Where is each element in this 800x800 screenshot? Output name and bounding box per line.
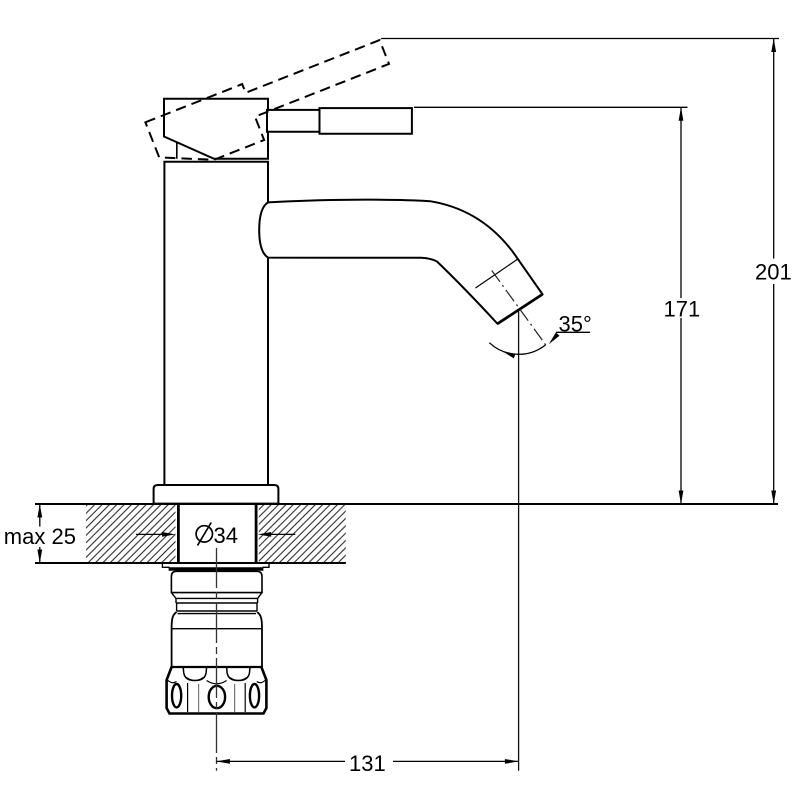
svg-text:171: 171 xyxy=(664,296,701,321)
svg-text:max 25: max 25 xyxy=(4,524,76,549)
svg-text:201: 201 xyxy=(755,260,792,285)
svg-text:34: 34 xyxy=(214,523,238,548)
svg-text:35°: 35° xyxy=(559,311,592,336)
svg-text:131: 131 xyxy=(349,751,386,776)
